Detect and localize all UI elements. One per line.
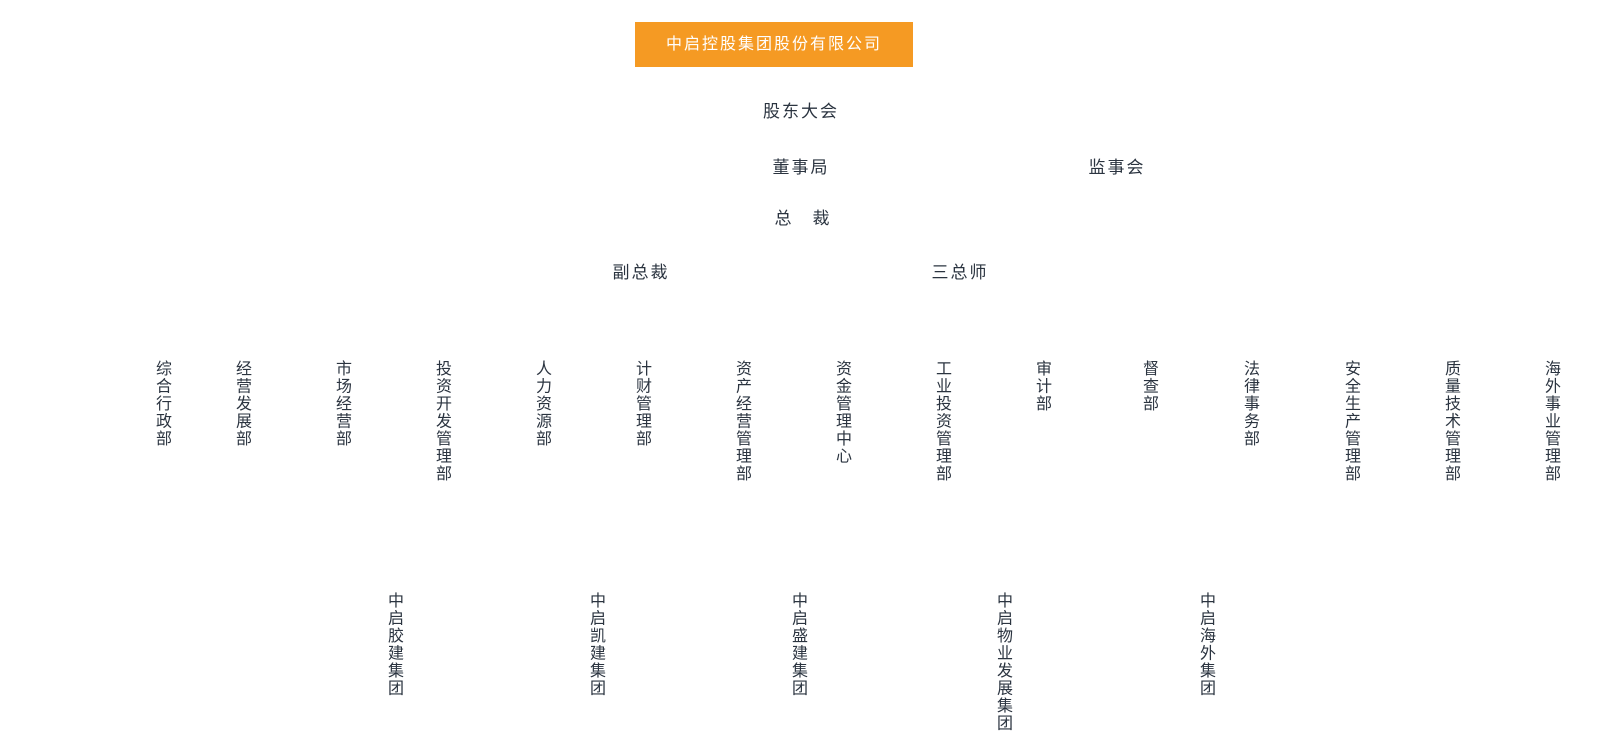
dept-supervision: 督查部 [1140, 360, 1157, 413]
dept-capital-management-center: 资金管理中心 [833, 360, 850, 465]
dept-finance-accounting: 计财管理部 [633, 360, 650, 448]
company-name: 中启控股集团股份有限公司 [665, 36, 882, 53]
subsidiary-shengjian-group: 中启盛建集团 [789, 592, 806, 697]
node-shareholders-meeting: 股东大会 [763, 102, 839, 121]
company-title-box: 中启控股集团股份有限公司 [635, 22, 913, 67]
subsidiary-overseas-group: 中启海外集团 [1197, 592, 1214, 697]
dept-investment-development: 投资开发管理部 [433, 360, 450, 483]
dept-overseas-business: 海外事业管理部 [1542, 360, 1559, 483]
dept-safety-production: 安全生产管理部 [1342, 360, 1359, 483]
subsidiary-property-development-group: 中启物业发展集团 [994, 592, 1011, 732]
dept-human-resources: 人力资源部 [533, 360, 550, 448]
dept-industrial-investment: 工业投资管理部 [933, 360, 950, 483]
dept-audit: 审计部 [1033, 360, 1050, 413]
dept-market-operations: 市场经营部 [333, 360, 350, 448]
dept-legal-affairs: 法律事务部 [1241, 360, 1258, 448]
subsidiary-jiaojian-group: 中启胶建集团 [385, 592, 402, 697]
dept-general-administration: 综合行政部 [153, 360, 170, 448]
subsidiary-kaijian-group: 中启凯建集团 [587, 592, 604, 697]
node-board-of-directors: 董事局 [772, 158, 830, 177]
node-three-chief-engineers: 三总师 [931, 263, 989, 282]
node-supervisory-board: 监事会 [1088, 158, 1146, 177]
node-vice-president: 副总裁 [612, 263, 670, 282]
dept-quality-technology: 质量技术管理部 [1442, 360, 1459, 483]
dept-asset-management: 资产经营管理部 [733, 360, 750, 483]
node-president: 总 裁 [774, 209, 832, 228]
dept-business-development: 经营发展部 [233, 360, 250, 448]
